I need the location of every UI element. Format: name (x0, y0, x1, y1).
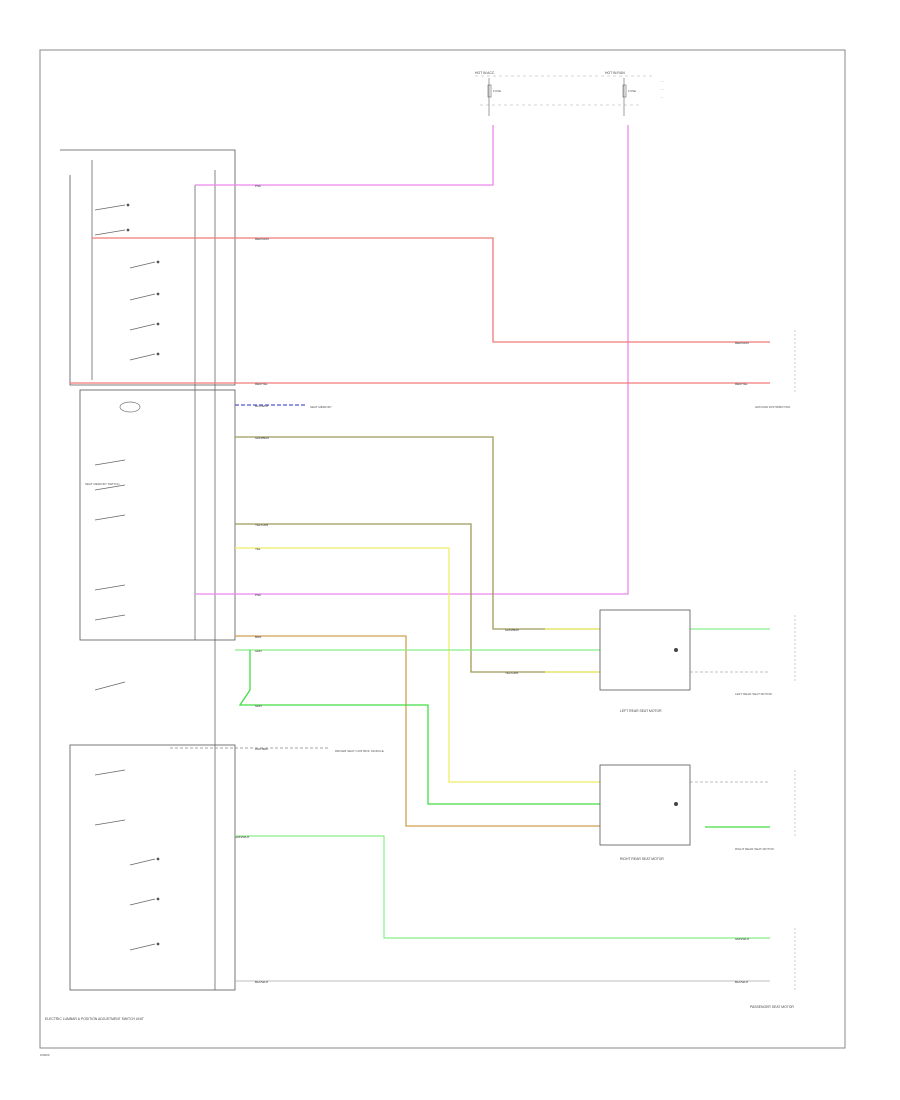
svg-text:.....: ..... (660, 87, 664, 91)
svg-text:GRN/BRN: GRN/BRN (505, 628, 519, 632)
diagram-frame (39, 49, 846, 1049)
wire-label: PNK (255, 184, 261, 188)
yellow-wires (235, 547, 600, 783)
wire-label: BLU/WHT (255, 404, 269, 408)
switch-contacts (94, 203, 160, 951)
right-modules: LEFT REAR SEAT MOTOR RIGHT REAR SEAT MOT… (599, 330, 796, 1009)
connector-label-right: HOT IN RUN (605, 71, 625, 75)
svg-text:RED/GRN: RED/GRN (735, 341, 749, 345)
brown-wire (235, 635, 600, 827)
svg-text:LEFT REAR SEAT MOTOR: LEFT REAR SEAT MOTOR (735, 692, 773, 696)
pink-wires (195, 125, 629, 595)
red-wires (70, 237, 770, 384)
svg-text:GRN/WHT: GRN/WHT (735, 937, 749, 941)
seat-memory-label: SEAT MEMORY SWITCH (85, 482, 119, 486)
fuse-label-1: FUSE (493, 89, 501, 93)
grey-wires (170, 671, 770, 982)
fuse-label-2: FUSE (628, 89, 636, 93)
left-motor-label: LEFT REAR SEAT MOTOR (620, 709, 662, 713)
diagram-code: W0000 (40, 1053, 50, 1057)
svg-text:RED/YEL: RED/YEL (735, 382, 748, 386)
wire-label: YEL/GRN (255, 523, 268, 527)
main-unit-label: ELECTRIC LUMBAR & POSITION ADJUSTMENT SW… (45, 1017, 144, 1021)
motor-icon (674, 648, 678, 652)
passenger-motor-label: PASSENGER SEAT MOTOR (750, 1005, 794, 1009)
wire-label: RED/GRN (255, 237, 269, 241)
wire-label: GRN/WHT (235, 835, 249, 839)
svg-text:BLK/WHT: BLK/WHT (735, 980, 749, 984)
main-switch-unit: ELECTRIC LUMBAR & POSITION ADJUSTMENT SW… (45, 149, 236, 1021)
right-motor-box (599, 764, 691, 846)
svg-text:RIGHT REAR SEAT MOTOR: RIGHT REAR SEAT MOTOR (735, 847, 775, 851)
memory-label: SEAT MEMORY (310, 405, 332, 409)
olive-wires (235, 436, 600, 673)
driver-seat-label: DRIVER SEAT CONTROL MODULE (335, 749, 384, 753)
fuse-icon (622, 84, 627, 98)
green-wires (235, 628, 770, 939)
svg-text:....: .... (660, 95, 664, 99)
wire-label: WHT/BLK (255, 747, 268, 751)
wire-label: PNK (255, 593, 261, 597)
wire-label: BRN (255, 635, 261, 639)
svg-text:YEL/GRN: YEL/GRN (505, 671, 518, 675)
left-motor-box (599, 609, 691, 691)
fuse-icon (487, 84, 492, 98)
svg-text:.....: ..... (660, 79, 664, 83)
wire-label: YEL (255, 547, 261, 551)
wire-label: RED/YEL (255, 382, 268, 386)
wire-label: GRN (255, 649, 262, 653)
wire-labels: PNK RED/GRN RED/YEL BLU/WHT GRN/BRN YEL/… (235, 184, 749, 984)
wire-label: GRN (255, 704, 262, 708)
wire-label: BLK/WHT (255, 980, 269, 984)
wire-label: GRN/BRN (255, 436, 269, 440)
ground-label: GROUND DISTRIBUTION (755, 405, 790, 409)
right-motor-label: RIGHT REAR SEAT MOTOR (620, 857, 664, 861)
motor-icon (674, 802, 678, 806)
top-connector-group: HOT IN ACC HOT IN RUN FUSE FUSE ..... ..… (475, 71, 664, 116)
connector-label-left: HOT IN ACC (475, 71, 495, 75)
